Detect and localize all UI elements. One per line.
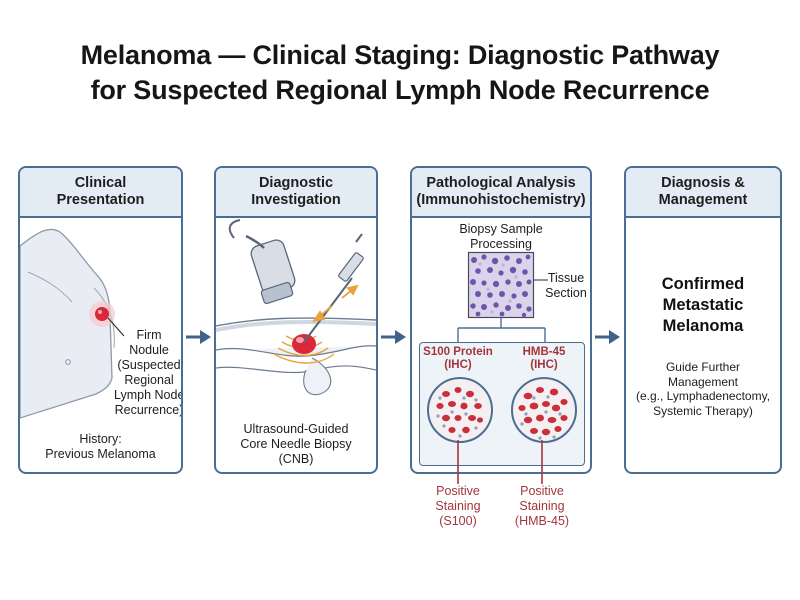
torso-illustration <box>20 228 125 419</box>
tissue-section-icon <box>467 251 535 319</box>
arrow-right-icon <box>381 330 406 344</box>
panel-pathological-analysis: Pathological Analysis (Immunohistochemis… <box>410 166 592 474</box>
tissue-pointer <box>534 279 548 281</box>
nodule-label: Firm Nodule (Suspected Regional Lymph No… <box>114 328 183 417</box>
nodule-icon <box>95 307 109 321</box>
stain-label-hmb45: HMB-45 (IHC) <box>522 346 566 371</box>
s100-stain-slide-icon <box>427 377 493 443</box>
result-hmb45: Positive Staining (HMB-45) <box>514 484 570 528</box>
title-line-1: Melanoma — Clinical Staging: Diagnostic … <box>80 40 720 70</box>
processing-text: Biopsy Sample Processing <box>459 222 543 251</box>
result-s100: Positive Staining (S100) <box>435 484 481 528</box>
panel-diagnosis-management: Diagnosis & Management Confirmed Metasta… <box>624 166 782 474</box>
arrow-right-icon <box>186 330 211 344</box>
arrow-right-icon <box>595 330 620 344</box>
split-connector <box>457 318 546 342</box>
panel-clinical-presentation: Clinical Presentation Firm Nodule (Suspe… <box>18 166 183 474</box>
result-connectors <box>457 440 543 484</box>
hmb45-stain-slide-icon <box>511 377 577 443</box>
history-text: History: Previous Melanoma <box>45 432 156 461</box>
procedure-text: Ultrasound-Guided Core Needle Biopsy (CN… <box>240 422 352 466</box>
lesion-icon <box>292 334 316 354</box>
ultrasound-biopsy-illustration <box>216 219 376 396</box>
title-line-2: for Suspected Regional Lymph Node Recurr… <box>90 75 710 105</box>
page-title: Melanoma — Clinical Staging: Diagnostic … <box>0 38 800 108</box>
stain-label-s100: S100 Protein (IHC) <box>423 346 493 371</box>
nipple-icon <box>65 359 71 365</box>
panel-header: Diagnostic Investigation <box>216 168 376 218</box>
management-text: Guide Further Management (e.g., Lymphade… <box>635 360 771 418</box>
ultrasound-probe-icon <box>228 219 296 305</box>
panel-header: Diagnosis & Management <box>626 168 780 218</box>
panel-header: Pathological Analysis (Immunohistochemis… <box>412 168 590 218</box>
diagnosis-text: Confirmed Metastatic Melanoma <box>661 275 745 335</box>
panel-header: Clinical Presentation <box>20 168 181 218</box>
panel-diagnostic-investigation: Diagnostic Investigation <box>214 166 378 474</box>
tissue-label: Tissue Section <box>545 271 587 300</box>
